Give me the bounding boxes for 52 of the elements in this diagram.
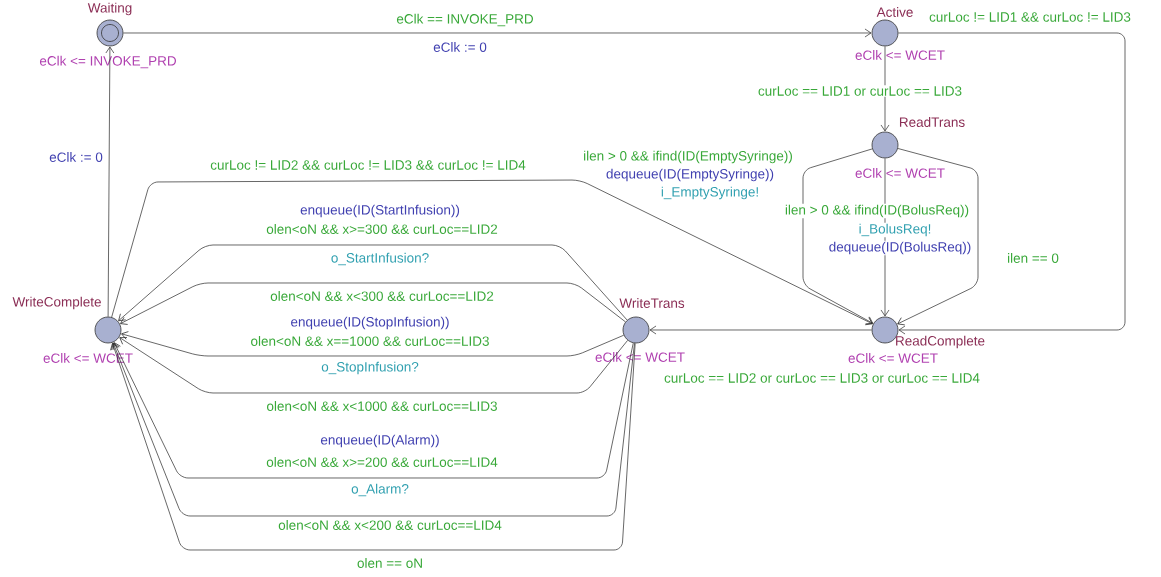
update-text: eClk := 0	[432, 41, 488, 53]
sync-text: i_BolusReq!	[857, 222, 933, 238]
edge-label: ilen > 0 && ifind(ID(EmptySyringe))	[582, 149, 794, 165]
arrow	[649, 325, 872, 335]
sync-text: o_StopInfusion?	[320, 360, 420, 376]
edge-label: olen<oN && x<200 && curLoc==LID4	[277, 519, 503, 531]
location-name: ReadTrans	[900, 117, 965, 127]
arrow	[110, 342, 636, 551]
edge-label: curLoc != LID2 && curLoc != LID3 && curLoc != LID4	[209, 159, 527, 171]
invariant-label: eClk <= WCET	[855, 168, 945, 178]
edge-label: ilen > 0 && ifind(ID(BolusReq))	[783, 203, 971, 219]
arrow	[897, 148, 979, 326]
edge-label: curLoc == LID2 or curLoc == LID3 or curLoc == LID4	[663, 372, 981, 384]
edge-label: curLoc != LID1 && curLoc != LID3	[928, 11, 1132, 23]
location-name: WriteComplete	[12, 296, 101, 310]
location-name: Waiting	[87, 2, 132, 16]
arrow	[802, 148, 874, 325]
location-name: WriteTrans	[619, 298, 685, 308]
update-text: enqueue(ID(StartInfusion))	[299, 203, 461, 219]
location-name: Active	[876, 7, 913, 17]
arrow	[880, 46, 890, 132]
arrow	[121, 331, 625, 357]
arrow	[112, 342, 634, 479]
sync-text: o_Alarm?	[350, 482, 410, 498]
edge-label: olen == oN	[356, 557, 425, 569]
update-text: enqueue(ID(StopInfusion))	[289, 315, 451, 331]
update-text: dequeue(ID(BolusReq))	[827, 240, 973, 256]
arrow	[105, 46, 115, 317]
arrow	[119, 337, 628, 394]
edge-label: eClk == INVOKE_PRD	[395, 12, 535, 28]
sync-text: i_EmptySyringe!	[659, 185, 761, 201]
update-text: dequeue(ID(EmptySyringe))	[604, 167, 776, 183]
arrow	[898, 32, 1126, 335]
edge-label: olen<oN && x<1000 && curLoc==LID3	[265, 400, 499, 412]
arrow	[111, 342, 635, 517]
invariant-label: eClk <= WCET	[848, 353, 938, 363]
sync-text: o_StartInfusion?	[329, 251, 431, 267]
arrow	[123, 28, 872, 38]
arrow	[118, 244, 628, 322]
edge-label: olen<oN && x<300 && curLoc==LID2	[269, 290, 495, 302]
edge-label: olen<oN && x>=300 && curLoc==LID2	[265, 223, 499, 235]
arrow	[111, 179, 873, 326]
edge-label: ilen == 0	[1006, 252, 1060, 264]
update-text: enqueue(ID(Alarm))	[319, 433, 441, 449]
edge-label: olen<oN && x>=200 && curLoc==LID4	[265, 456, 499, 468]
invariant-label: eClk <= INVOKE_PRD	[39, 55, 176, 69]
location-name: ReadComplete	[896, 335, 985, 349]
arrow	[120, 282, 626, 325]
edge-label: curLoc == LID1 or curLoc == LID3	[756, 85, 964, 97]
edge-label: olen<oN && x==1000 && curLoc==LID3	[249, 335, 491, 347]
invariant-label: eClk <= WCET	[855, 50, 945, 60]
edge-label: eClk := 0	[48, 151, 104, 163]
